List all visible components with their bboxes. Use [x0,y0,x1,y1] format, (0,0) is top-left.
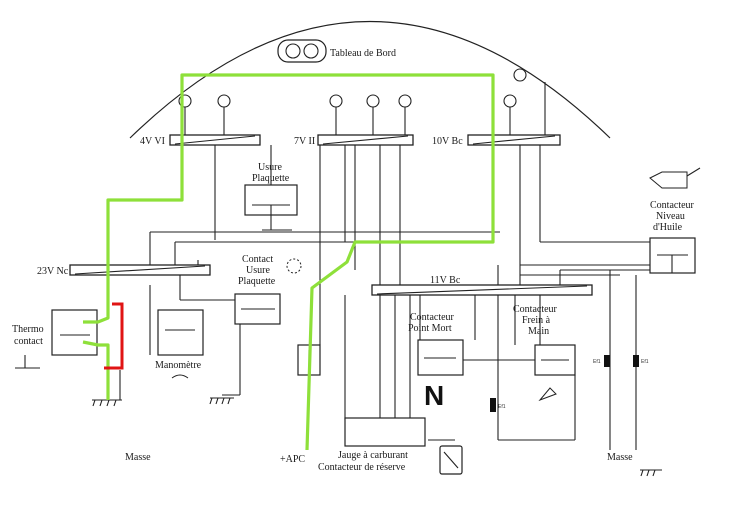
lamp-icon [366,94,380,108]
dashboard-label: Tableau de Bord [330,48,396,59]
wear-contact-symbol [286,258,302,274]
fuel-can-icon [439,445,463,475]
thermometer-icon [15,355,40,369]
lamp-icon [513,68,527,82]
brake-label: Frein à [522,315,551,326]
fuse-component [604,355,610,367]
dashboard-outline [129,21,611,139]
bus-7v-label: 7V II [294,136,315,147]
ground-symbol [640,469,662,477]
thermo-label: contact [14,336,43,347]
oil-level-label: Contacteur [650,200,695,211]
fuse-component [490,398,496,412]
lamp-icon [398,94,412,108]
bus-11v-label: 11V Bc [430,275,461,286]
bus-23v-label: 23V Nc [37,266,69,277]
wear-contact-label: Contact [242,254,273,265]
oil-level-label: d'Huile [653,222,683,233]
fuse-component [633,355,639,367]
pressure-sensor-icon [171,374,189,379]
neutral-symbol: N [424,380,444,411]
thermo-label: Thermo [12,324,44,335]
wear-pad-label: Usure [258,162,282,173]
highlight-circuit-green [82,340,110,400]
lower-wires [344,270,637,450]
oil-can-icon [649,167,701,189]
neutral-label: Contacteur [410,312,455,323]
oil-level-label: Niveau [656,211,685,222]
fuse-label: Ef1 [593,359,601,365]
fuel-gauge-component [344,417,426,447]
lamp-wires [184,82,546,135]
highlight-circuit-green [83,73,495,451]
lamp-icon [217,94,231,108]
highlight-circuit-red [104,302,124,370]
ground-left-label: Masse [125,452,151,463]
harness-wires [149,145,650,285]
brake-label: Contacteur [513,304,558,315]
apc-label: +APC [280,454,305,465]
handbrake-icon [538,387,557,402]
fuel-label: Jauge à carburant [338,450,408,461]
manometer-label: Manomètre [155,360,202,371]
wear-contact-label: Usure [246,265,270,276]
ground-symbol [209,397,234,405]
thermo-contact-component [51,309,98,356]
fuse-label: Ef1 [641,359,649,365]
lamp-icon [329,94,343,108]
manometer-component [157,309,204,356]
ground-symbol [92,399,122,407]
wear-contact-label: Plaquette [238,276,276,287]
fuse-label: Ef1 [498,404,506,410]
fuel-label: Contacteur de réserve [318,462,406,473]
brake-label: Main [528,326,549,337]
bus-10v-label: 10V Bc [432,136,463,147]
warning-lamps [178,68,527,108]
lamp-icon [503,94,517,108]
ground-right-label: Masse [607,452,633,463]
dashboard-gauge-icon [277,39,327,63]
bus-4v-label: 4V VI [140,136,165,147]
neutral-label: Point Mort [408,323,452,334]
